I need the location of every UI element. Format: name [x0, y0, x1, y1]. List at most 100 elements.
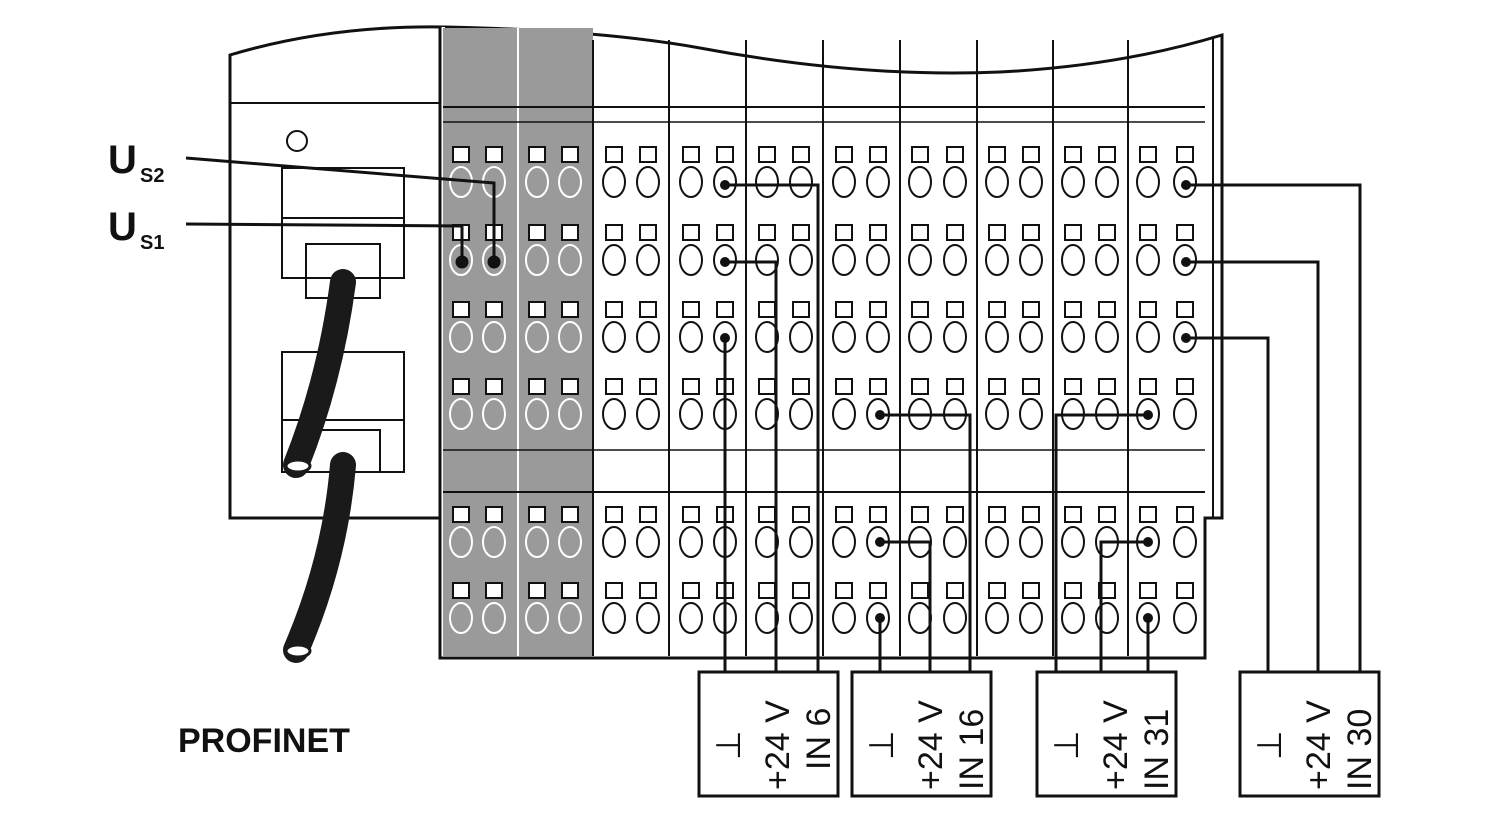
terminal-release-button	[1098, 224, 1116, 241]
terminal-release-button	[452, 378, 470, 395]
sensor-3-supply: +24 V	[1097, 700, 1135, 790]
terminal-release-button	[758, 146, 776, 163]
terminal-point	[1095, 602, 1119, 634]
terminal-point	[789, 526, 813, 558]
terminal-point	[908, 244, 932, 276]
terminal-release-button	[561, 506, 579, 523]
svg-text:S2: S2	[140, 165, 164, 187]
profinet-cables	[283, 269, 356, 663]
terminal-point	[1061, 166, 1085, 198]
terminal-release-button	[639, 146, 657, 163]
terminal-release-button	[1176, 582, 1194, 599]
terminal-release-button	[1022, 506, 1040, 523]
terminal-point	[679, 398, 703, 430]
terminal-point	[1136, 321, 1160, 353]
terminal-release-button	[1064, 582, 1082, 599]
terminal-release-button	[1064, 301, 1082, 318]
terminal-point	[1019, 166, 1043, 198]
terminal-point	[832, 398, 856, 430]
terminal-point	[636, 321, 660, 353]
terminal-point	[679, 244, 703, 276]
sensor-1-supply: +24 V	[759, 700, 797, 790]
terminal-release-button	[1064, 224, 1082, 241]
sensor-4-input: IN 30	[1341, 709, 1379, 790]
terminal-point	[866, 244, 890, 276]
terminal-release-button	[911, 301, 929, 318]
terminal-grid	[449, 146, 1197, 634]
terminal-release-button	[528, 378, 546, 395]
terminal-release-button	[1022, 146, 1040, 163]
terminal-release-button	[946, 582, 964, 599]
terminal-release-button	[1098, 582, 1116, 599]
terminal-release-button	[639, 301, 657, 318]
terminal-point	[985, 321, 1009, 353]
terminal-point	[789, 398, 813, 430]
terminal-release-button	[792, 301, 810, 318]
sensor-boxes: ⊥ +24 V IN 6 ⊥ +24 V IN 16 ⊥ +24 V IN 31…	[697, 670, 1381, 798]
terminal-point	[558, 166, 582, 198]
terminal-point	[525, 602, 549, 634]
terminal-point	[525, 166, 549, 198]
terminal-point	[755, 166, 779, 198]
terminal-release-button	[869, 146, 887, 163]
terminal-point	[832, 526, 856, 558]
terminal-release-button	[869, 301, 887, 318]
terminal-release-button	[835, 582, 853, 599]
terminal-release-button	[639, 378, 657, 395]
terminal-point	[755, 244, 779, 276]
terminal-release-button	[452, 146, 470, 163]
terminal-point	[1095, 321, 1119, 353]
terminal-release-button	[528, 224, 546, 241]
terminal-point	[943, 166, 967, 198]
terminal-release-button	[716, 146, 734, 163]
terminal-release-button	[528, 146, 546, 163]
terminal-point	[1061, 602, 1085, 634]
terminal-release-button	[716, 301, 734, 318]
terminal-release-button	[1139, 301, 1157, 318]
sensor-3-ground: ⊥	[1048, 730, 1086, 760]
terminal-release-button	[561, 224, 579, 241]
terminal-point	[602, 244, 626, 276]
terminal-release-button	[1176, 301, 1194, 318]
terminal-point	[1019, 244, 1043, 276]
terminal-release-button	[758, 378, 776, 395]
terminal-release-button	[835, 378, 853, 395]
terminal-release-button	[946, 301, 964, 318]
terminal-release-button	[835, 146, 853, 163]
terminal-release-button	[1064, 506, 1082, 523]
terminal-release-button	[1098, 146, 1116, 163]
terminal-point	[1061, 244, 1085, 276]
svg-text:U: U	[108, 205, 137, 249]
terminal-release-button	[639, 224, 657, 241]
terminal-release-button	[682, 301, 700, 318]
terminal-release-button	[1064, 378, 1082, 395]
terminal-point	[482, 398, 506, 430]
terminal-point	[1173, 602, 1197, 634]
terminal-release-button	[1139, 224, 1157, 241]
terminal-release-button	[758, 301, 776, 318]
terminal-release-button	[869, 582, 887, 599]
terminal-release-button	[911, 378, 929, 395]
status-led-icon	[286, 130, 308, 152]
terminal-release-button	[605, 378, 623, 395]
terminal-point	[636, 398, 660, 430]
terminal-release-button	[869, 378, 887, 395]
terminal-release-button	[758, 582, 776, 599]
terminal-point	[755, 398, 779, 430]
terminal-release-button	[682, 378, 700, 395]
terminal-point	[449, 398, 473, 430]
terminal-release-button	[485, 582, 503, 599]
terminal-release-button	[869, 506, 887, 523]
terminal-release-button	[1176, 378, 1194, 395]
sensor-4-supply: +24 V	[1300, 700, 1338, 790]
terminal-release-button	[485, 146, 503, 163]
terminal-point	[558, 602, 582, 634]
terminal-point	[602, 398, 626, 430]
terminal-release-button	[605, 506, 623, 523]
terminal-point	[1019, 526, 1043, 558]
terminal-release-button	[911, 582, 929, 599]
sensor-box-1	[697, 670, 840, 798]
terminal-release-button	[911, 146, 929, 163]
svg-text:U: U	[108, 138, 137, 182]
